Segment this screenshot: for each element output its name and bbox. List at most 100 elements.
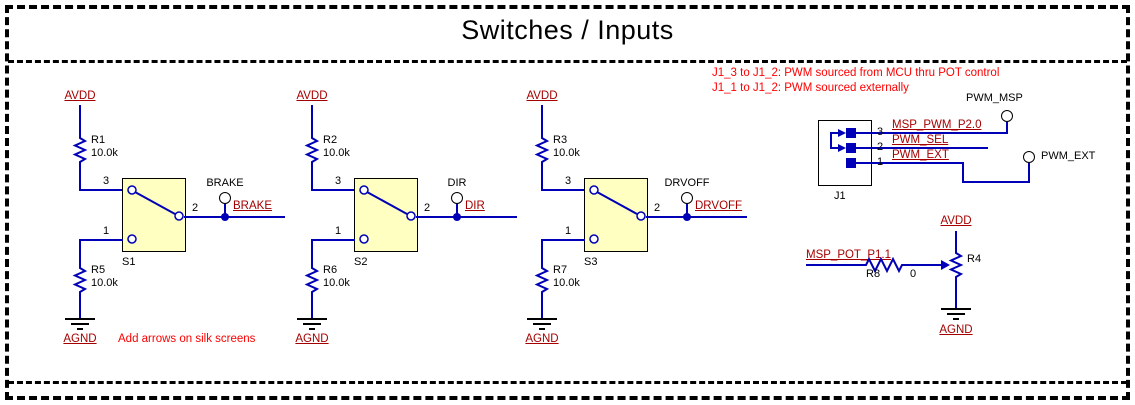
wire [311,189,355,191]
pin-number: 1 [335,225,342,237]
wire [311,295,313,319]
wire [456,203,458,215]
wire [416,216,517,218]
pin-number: 1 [565,225,572,237]
resistor-symbol [534,135,550,165]
wire [541,239,585,241]
wire [224,203,226,215]
junction-dot [221,213,229,221]
resistor-refdes: R5 [91,264,106,276]
net-label-avdd: AVDD [296,90,328,102]
net-label-msp-pot: MSP_POT_P1.1 [806,249,892,261]
testpoint-label: PWM_MSP [966,92,1023,104]
pin-number: 2 [877,141,884,153]
wire [686,203,688,215]
pot-wiper-arrow [941,260,950,270]
resistor-value: 10.0k [553,277,580,289]
pin-number: 2 [192,202,199,214]
bottom-inner-line [8,381,1127,384]
potentiometer-symbol [948,250,964,280]
ground-symbol [65,318,95,330]
resistor-symbol [862,257,906,273]
wire [79,239,81,265]
resistor-symbol [304,265,320,295]
switch-glyph [589,185,646,244]
testpoint-label: BRAKE [206,177,244,189]
switch-circuit-s2: AVDD R2 10.0k 3 S2 1 R6 10.0k AGND 2 [272,90,528,352]
wire [311,239,355,241]
resistor-refdes: R6 [323,264,338,276]
resistor-value: 10.0k [323,147,350,159]
testpoint-label: PWM_EXT [1041,150,1096,162]
wire [1006,122,1008,133]
wire [955,280,957,308]
wire [79,295,81,319]
header-refdes: J1 [834,190,846,202]
pin-number: 3 [335,175,342,187]
potentiometer-refdes: R4 [967,253,982,265]
page-dashed-border [5,5,1130,400]
wire [311,165,313,191]
switch-refdes: S1 [122,256,136,268]
net-label-output: DRVOFF [695,200,743,212]
wire [541,295,543,319]
wire [541,165,543,191]
resistor-refdes: R8 [866,268,881,280]
wire [955,231,957,250]
net-label-avdd: AVDD [940,215,972,227]
header-pins-glyph [830,128,856,168]
testpoint-circle [219,192,231,204]
wire [854,162,964,164]
net-label-output: DIR [465,200,485,212]
wire [906,264,942,266]
resistor-refdes: R1 [91,134,106,146]
wire [854,132,1008,134]
wire [541,239,543,265]
net-label-agnd: AGND [63,333,97,345]
junction-dot [683,213,691,221]
switch-circuit-s1: AVDD R1 10.0k 3 S1 1 R5 10.0k AGND 2 [40,90,296,352]
switch-refdes: S3 [584,256,598,268]
wire [1028,163,1030,183]
switch-glyph [127,185,184,244]
testpoint-label: DIR [447,177,467,189]
pin-number: 2 [654,202,661,214]
resistor-refdes: R2 [323,134,338,146]
switch-symbol [122,178,186,252]
wire [79,105,81,135]
net-label-avdd: AVDD [64,90,96,102]
header-j1-body [818,120,872,186]
ground-symbol [527,318,557,330]
wire [541,105,543,135]
testpoint-circle [1023,151,1035,163]
net-label-msp-pwm: MSP_PWM_P2.0 [892,119,982,131]
wire [79,165,81,191]
ground-symbol [941,308,971,320]
pin-number: 3 [103,175,110,187]
resistor-value: 10.0k [91,147,118,159]
resistor-refdes: R7 [553,264,568,276]
net-label-avdd: AVDD [526,90,558,102]
resistor-value: 0 [910,268,917,280]
wire [806,264,862,266]
resistor-symbol [72,135,88,165]
net-label-agnd: AGND [295,333,329,345]
net-label-pwm-ext: PWM_EXT [892,149,949,161]
testpoint-label: DRVOFF [664,177,710,189]
testpoint-circle [681,192,693,204]
ground-symbol [297,318,327,330]
wire [184,216,285,218]
wire [962,181,1030,183]
net-label-agnd: AGND [939,324,973,336]
net-label-pwm-sel: PWM_SEL [892,134,949,146]
switch-symbol [354,178,418,252]
resistor-value: 10.0k [323,277,350,289]
wire [962,162,964,183]
pin-number: 3 [877,126,884,138]
testpoint-circle [1001,110,1013,122]
wire [79,239,123,241]
resistor-symbol [72,265,88,295]
switch-symbol [584,178,648,252]
junction-dot [453,213,461,221]
